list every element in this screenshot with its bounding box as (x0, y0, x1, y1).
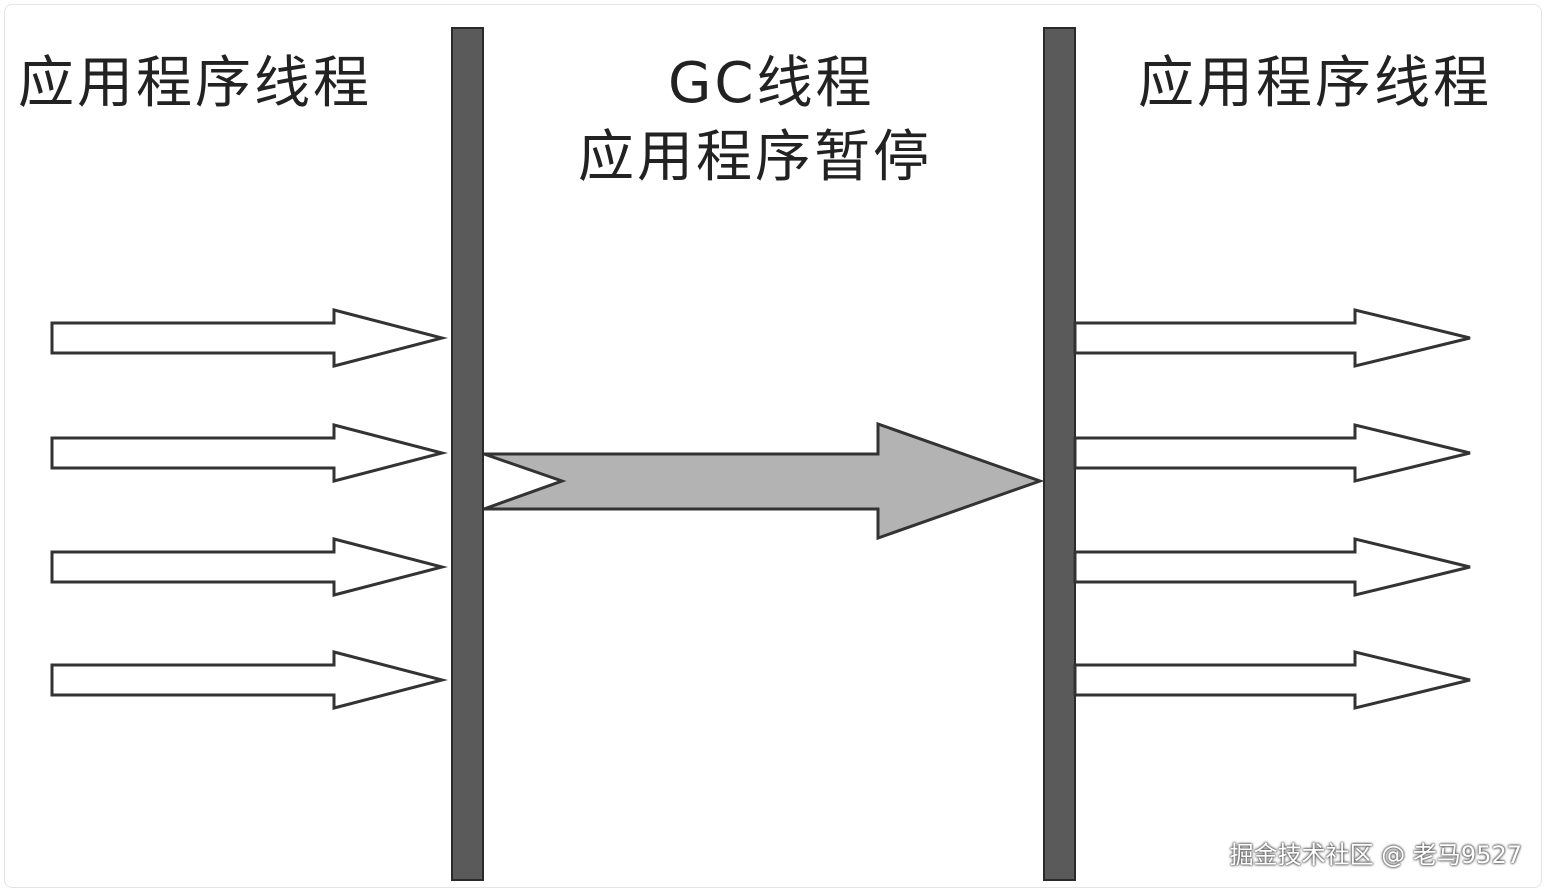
left-safepoint-bar (451, 27, 484, 881)
left-thread-arrow-3 (50, 537, 448, 597)
gc-thread-arrow (483, 421, 1045, 541)
left-thread-arrow-1 (50, 308, 448, 368)
app-paused-label: 应用程序暂停 (578, 125, 932, 190)
right-thread-arrow-2 (1073, 423, 1471, 483)
right-app-thread-label: 应用程序线程 (1138, 51, 1492, 116)
gc-thread-label: GC线程 (668, 51, 875, 116)
left-thread-arrow-4 (50, 650, 448, 710)
left-app-thread-label: 应用程序线程 (18, 51, 372, 116)
right-thread-arrow-3 (1073, 537, 1471, 597)
left-thread-arrows (50, 308, 448, 710)
right-safepoint-bar (1043, 27, 1076, 881)
left-thread-arrow-2 (50, 423, 448, 483)
right-thread-arrows (1073, 308, 1471, 710)
right-thread-arrow-4 (1073, 650, 1471, 710)
right-thread-arrow-1 (1073, 308, 1471, 368)
watermark-text: 掘金技术社区 @ 老马9527 (1229, 841, 1522, 869)
